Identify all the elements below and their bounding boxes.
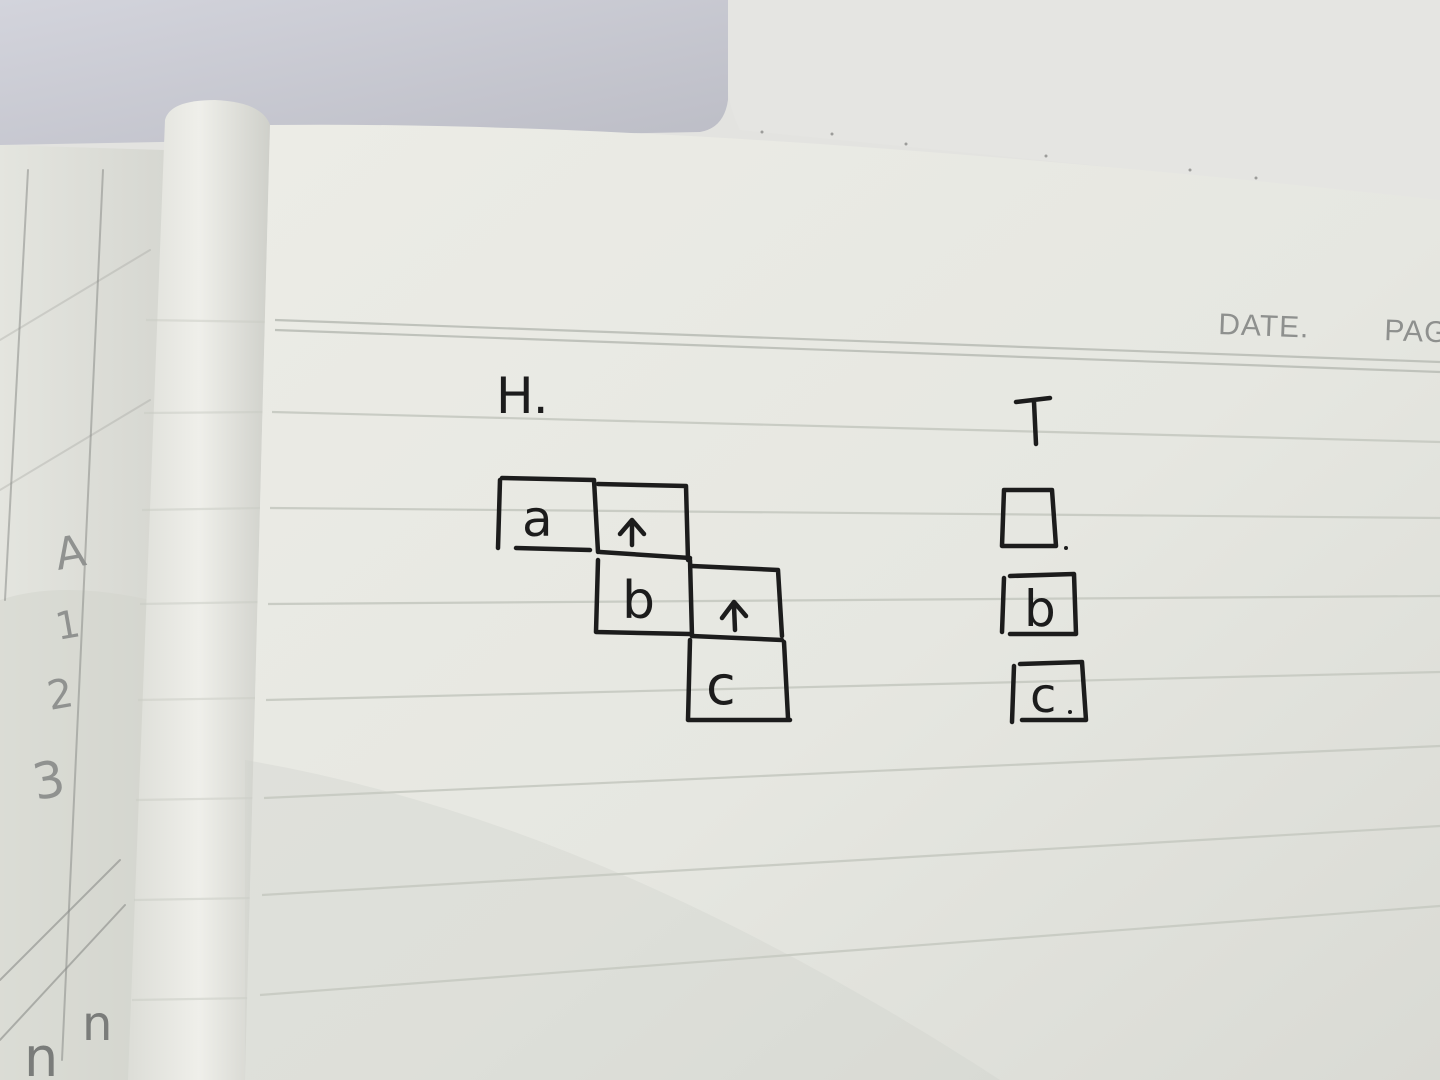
h-box-a-next (595, 481, 693, 563)
left-page-lines (0, 169, 151, 1061)
t-box-empty (999, 487, 1068, 550)
margin-note-n1: n (82, 996, 112, 1052)
notebook-spine (128, 100, 270, 1080)
date-label: DATE. (1218, 308, 1310, 344)
h-box-b-label: b (622, 571, 655, 631)
spine-lines (131, 318, 269, 1002)
margin-note-n2: n (24, 1026, 58, 1080)
t-box-b: b (999, 571, 1079, 638)
laptop-lid (0, 0, 728, 145)
t-box-c: c (1009, 659, 1089, 725)
h-box-a: a (495, 475, 601, 555)
h-box-a-label: a (522, 490, 553, 548)
h-diagram-title: H. (496, 367, 549, 425)
h-box-c-label: c (706, 654, 736, 717)
h-box-b-next (689, 563, 785, 643)
t-diagram: T b c (999, 395, 1089, 725)
notebook-page (245, 124, 1440, 1080)
page-ruled-lines (259, 410, 1440, 997)
h-diagram: H. a b c (495, 367, 793, 723)
t-diagram-title-glyph (1013, 395, 1053, 447)
h-box-c: c (685, 637, 793, 723)
page-top-dots (760, 130, 1258, 180)
page-label: PAG (1384, 314, 1440, 349)
page-header-rules (274, 318, 1440, 374)
h-box-b: b (593, 557, 695, 639)
desk-cloth (728, 0, 1440, 200)
t-box-c-label: c (1030, 668, 1056, 724)
t-box-b-label: b (1024, 580, 1056, 638)
